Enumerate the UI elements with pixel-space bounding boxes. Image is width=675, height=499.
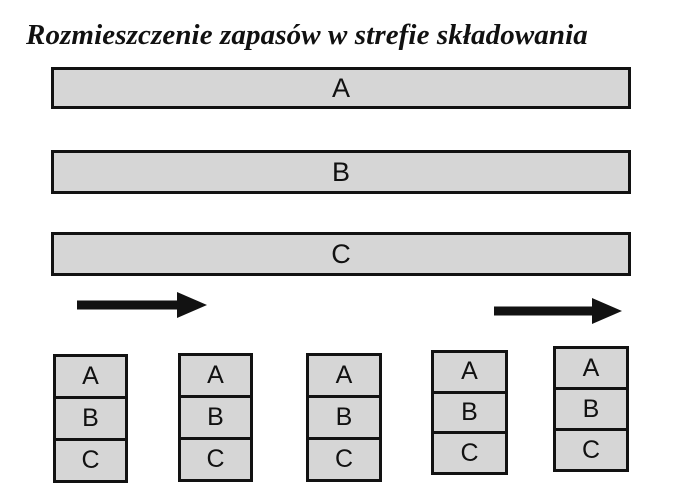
- stack-cell: C: [434, 434, 505, 472]
- stack-cell: A: [434, 353, 505, 394]
- stack-cell-label: C: [206, 445, 225, 473]
- stack-cell: B: [56, 399, 125, 441]
- stack-cell-label: A: [461, 357, 478, 386]
- arrow-shaft: [77, 300, 179, 310]
- stack-cell: B: [556, 390, 626, 431]
- stack-cell: A: [309, 356, 379, 398]
- stack-cell: C: [56, 441, 125, 480]
- arrow-shaft: [494, 306, 594, 316]
- stack-cell: A: [556, 349, 626, 390]
- stack-cell-label: B: [335, 403, 353, 431]
- stack-cell-label: C: [581, 435, 601, 464]
- storage-zone-label: B: [331, 156, 350, 187]
- stack-cell: C: [556, 431, 626, 469]
- arrow-head: [177, 292, 207, 318]
- stack-cell-label: B: [82, 404, 99, 432]
- stack-cell: A: [56, 357, 125, 399]
- stack-cell-label: A: [82, 362, 99, 390]
- arrow-head: [592, 298, 622, 324]
- stack-cell: C: [309, 440, 379, 479]
- stack-cell-label: B: [582, 394, 600, 423]
- storage-zone-bar: B: [51, 150, 631, 194]
- stack-cell-label: C: [81, 446, 100, 474]
- stack-cell: B: [309, 398, 379, 440]
- stack-cell-label: B: [207, 403, 224, 431]
- stack-cell-label: B: [461, 398, 478, 426]
- stack-cell-label: C: [460, 438, 479, 467]
- stack-cell: C: [181, 440, 250, 479]
- storage-zone-bar: A: [51, 67, 631, 109]
- flow-arrow-right: [494, 297, 622, 325]
- page-title: Rozmieszczenie zapasów w strefie składow…: [26, 19, 588, 51]
- storage-zone-bar: C: [51, 232, 631, 276]
- stack-cell-label: A: [207, 361, 224, 389]
- stack-cell: A: [181, 356, 250, 398]
- stack-cell: B: [181, 398, 250, 440]
- stack-cell-label: A: [335, 361, 353, 389]
- flow-arrow-left: [77, 291, 207, 319]
- stack-cell: B: [434, 394, 505, 435]
- storage-zone-label: A: [331, 72, 350, 103]
- storage-zone-label: C: [331, 238, 351, 269]
- stack-cell-label: C: [334, 445, 354, 473]
- stack-cell-label: A: [582, 353, 600, 382]
